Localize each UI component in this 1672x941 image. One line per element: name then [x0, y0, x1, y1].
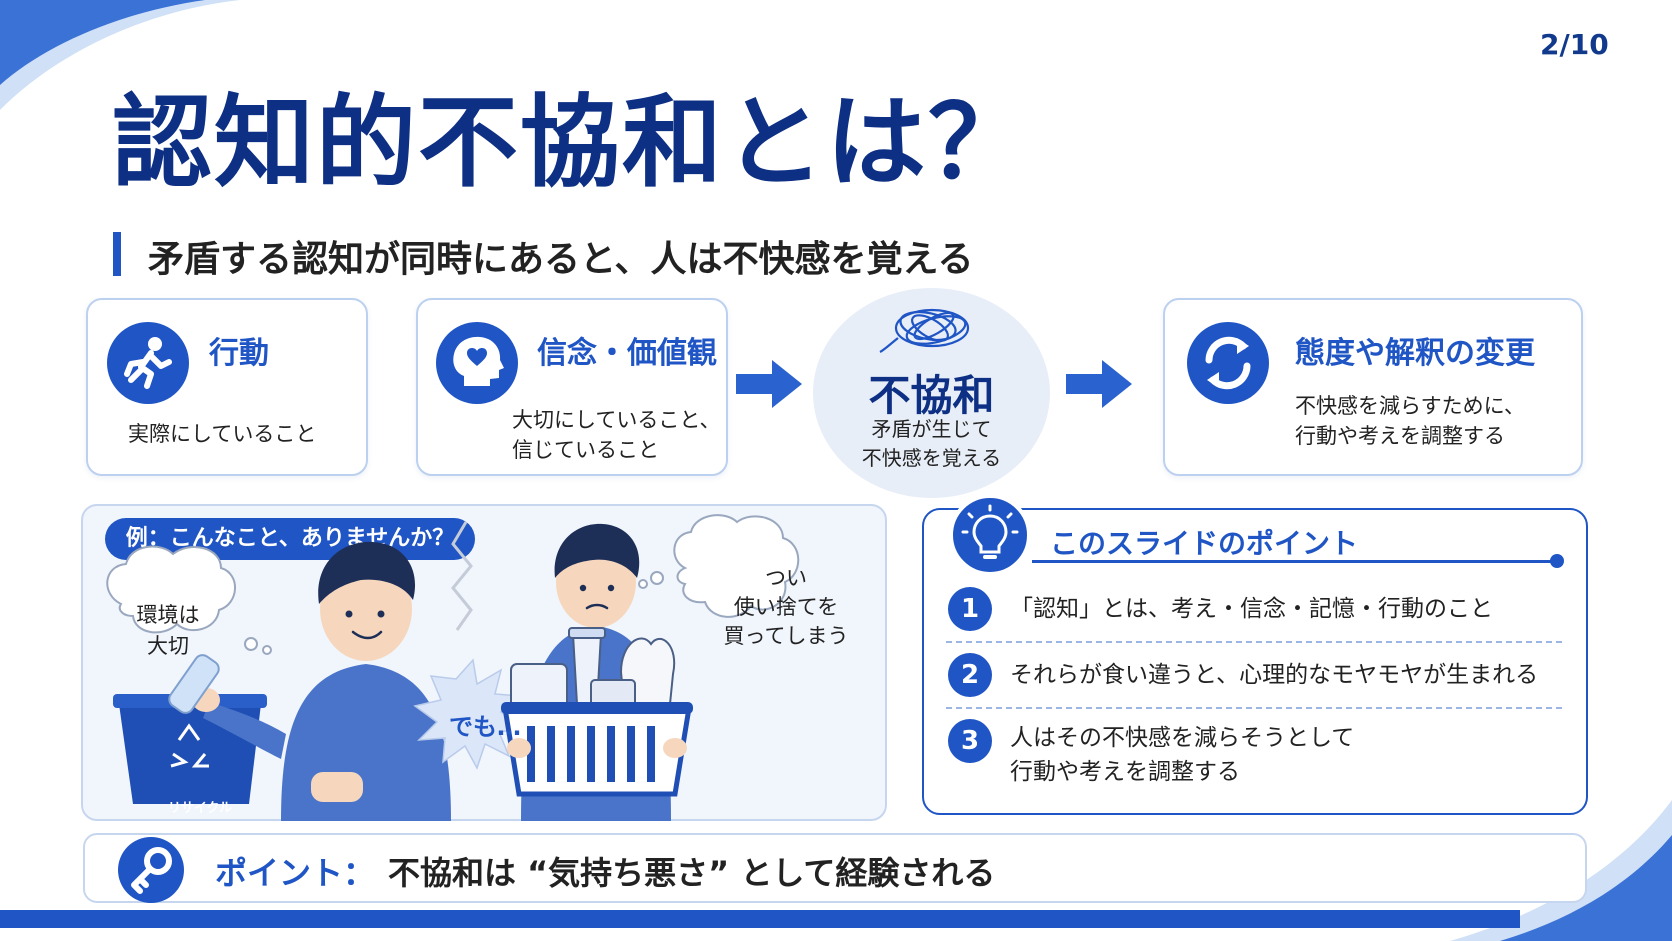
belief-desc-line1: 大切にしていること、 [512, 408, 721, 432]
bubble-right-line1: つい [765, 566, 807, 590]
point-number-3: 3 [948, 719, 992, 763]
dissonance-title: 不協和 [868, 371, 995, 420]
change-desc-line2: 行動や考えを調整する [1295, 424, 1505, 448]
points-title-underline [1032, 560, 1556, 563]
burst-shape [413, 658, 528, 770]
person-recycling [168, 541, 451, 821]
point-text-3-line2: 行動や考えを調整する [1010, 759, 1240, 785]
behavior-desc: 実際にしていること [128, 422, 317, 446]
belief-desc-line2: 信じていること [512, 438, 659, 462]
bottom-text: 不協和は “気持ち悪さ” として経験される [388, 854, 996, 892]
bottom-label: ポイント： [215, 854, 376, 892]
bubble-right-line2: 使い捨てを [733, 595, 839, 619]
change-desc-line1: 不快感を減らすために、 [1295, 394, 1525, 418]
bin-label: リサイクル [167, 801, 233, 816]
point-text-2: それらが食い違うと、心理的なモヤモヤが生まれる [1010, 662, 1539, 688]
behavior-title: 行動 [209, 336, 269, 371]
points-title: このスライドのポイント [1050, 527, 1359, 560]
point-divider [946, 641, 1562, 643]
page-subtitle: 矛盾する認知が同時にあると、人は不快感を覚える [148, 239, 974, 280]
arrow-right-icon [736, 360, 802, 408]
burst-text: でも… [449, 713, 521, 741]
belief-title: 信念・価値観 [537, 336, 717, 371]
refresh-cycle-icon [1187, 322, 1269, 404]
dissonance-circle [813, 288, 1050, 498]
example-illustration [106, 514, 800, 821]
running-person-icon [107, 322, 189, 404]
arrow-right-icon [1066, 360, 1132, 408]
subtitle-accent-bar [113, 232, 121, 276]
points-panel [922, 508, 1588, 815]
bubble-left-line1: 環境は [136, 603, 200, 627]
point-divider [946, 707, 1562, 709]
thought-bubble-right [638, 514, 800, 618]
point-number-1: 1 [948, 587, 992, 631]
bottom-point-bar [83, 833, 1587, 903]
bubble-left-line2: 大切 [147, 634, 189, 658]
point-text-1: 「認知」とは、考え・信念・記憶・行動のこと [1010, 596, 1493, 622]
head-heart-icon [436, 322, 518, 404]
person-shopping [501, 523, 693, 821]
points-title-dot [1550, 554, 1564, 568]
lightbulb-icon [949, 494, 1031, 576]
page-title: 認知的不協和とは？ [112, 84, 1030, 201]
key-icon [118, 837, 184, 903]
dissonance-desc-line1: 矛盾が生じて [871, 417, 992, 441]
point-number-2: 2 [948, 653, 992, 697]
page-number: 2/10 [1540, 28, 1609, 61]
point-text-3-line1: 人はその不快感を減らそうとして [1010, 725, 1355, 751]
tangled-scribble-icon [879, 308, 970, 353]
dissonance-desc-line2: 不快感を覚える [861, 446, 1002, 470]
thought-bubble-left [106, 545, 272, 655]
change-title: 態度や解釈の変更 [1295, 336, 1535, 371]
bubble-right-line3: 買ってしまう [723, 624, 849, 648]
